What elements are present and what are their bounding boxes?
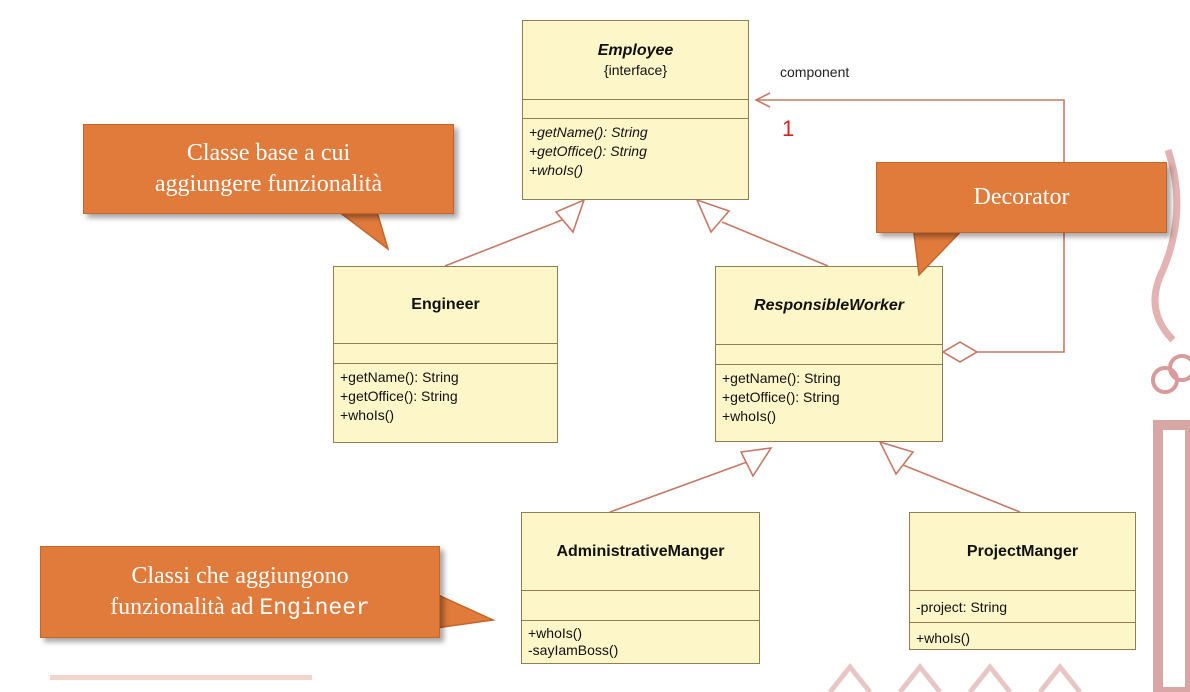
operation: +getOffice(): String: [529, 143, 647, 159]
class-responsibleworker-attributes: [716, 345, 942, 365]
callout-subclasses-line2-text: funzionalità ad: [110, 593, 260, 620]
operation: +whoIs(): [529, 162, 584, 178]
adminmanger-inheritance-line: [609, 461, 748, 513]
callout-decorator-tail: [912, 225, 969, 277]
operation: +whoIs(): [340, 407, 395, 423]
operation: +whoIs(): [916, 630, 971, 646]
callout-subclasses-code: Engineer: [259, 594, 370, 621]
projectmanger-inheritance-arrowhead: [878, 440, 915, 476]
callout-subclasses-tail: [436, 593, 496, 629]
attribute: -project: String: [916, 599, 1008, 615]
operation: +getName(): String: [529, 124, 648, 140]
class-employee-operations: +getName(): String +getOffice(): String …: [523, 119, 748, 180]
operation: +whoIs(): [722, 408, 777, 424]
engineer-inheritance-arrowhead: [554, 198, 586, 234]
callout-base-class: Classe base a cui aggiungere funzionalit…: [83, 124, 454, 214]
class-administrativemanger-attributes: [522, 591, 759, 621]
class-responsibleworker-operations: +getName(): String +getOffice(): String …: [716, 365, 942, 426]
aggregation-diamond: [941, 341, 979, 363]
class-employee-stereotype: {interface}: [603, 62, 668, 78]
responsibleworker-inheritance-line: [721, 221, 829, 267]
class-employee-name: Employee: [597, 42, 674, 59]
class-engineer-header: Engineer: [334, 267, 557, 344]
callout-base-class-line2: aggiungere funzionalità: [154, 171, 383, 197]
class-responsibleworker-name: ResponsibleWorker: [754, 296, 904, 314]
operation: +getOffice(): String: [340, 388, 458, 404]
callout-decorator: Decorator: [876, 162, 1167, 233]
class-projectmanger-header: ProjectManger: [910, 513, 1135, 591]
association-role-label: component: [780, 64, 850, 80]
operation: -sayIamBoss(): [528, 642, 619, 658]
class-engineer-attributes: [334, 344, 557, 364]
responsibleworker-inheritance-arrowhead: [695, 198, 731, 234]
class-administrativemanger-name: AdministrativeManger: [556, 542, 725, 560]
class-engineer[interactable]: Engineer +getName(): String +getOffice()…: [333, 266, 558, 443]
class-projectmanger-operations: +whoIs(): [910, 623, 1135, 648]
class-employee-attributes: [523, 100, 748, 119]
class-engineer-operations: +getName(): String +getOffice(): String …: [334, 364, 557, 425]
operation: +getOffice(): String: [722, 389, 840, 405]
operation: +whoIs(): [528, 625, 583, 641]
class-projectmanger-name: ProjectManger: [966, 542, 1079, 560]
callout-subclasses-line2: funzionalità ad Engineer: [41, 592, 439, 624]
class-administrativemanger-header: AdministrativeManger: [522, 513, 759, 591]
decorative-underline: [50, 675, 312, 680]
class-projectmanger-attributes: -project: String: [910, 591, 1135, 623]
class-employee[interactable]: Employee {interface} +getName(): String …: [522, 20, 749, 200]
callout-decorator-text: Decorator: [973, 184, 1070, 210]
class-administrativemanger-operations: +whoIs() -sayIamBoss(): [522, 621, 759, 659]
callout-subclasses-line1: Classi che aggiungono: [131, 562, 349, 589]
class-projectmanger[interactable]: ProjectManger -project: String +whoIs(): [909, 512, 1136, 650]
callout-base-class-line1: Classe base a cui: [186, 140, 351, 166]
operation: +getName(): String: [722, 370, 841, 386]
adminmanger-inheritance-arrowhead: [739, 446, 773, 478]
association-arrowhead: [754, 92, 771, 108]
class-responsibleworker-header: ResponsibleWorker: [716, 267, 942, 345]
engineer-inheritance-line: [444, 219, 563, 267]
class-engineer-name: Engineer: [411, 296, 480, 313]
association-multiplicity: 1: [782, 116, 795, 141]
class-employee-header: Employee {interface}: [523, 21, 748, 100]
callout-subclasses: Classi che aggiungono funzionalità ad En…: [40, 546, 440, 638]
class-administrativemanger[interactable]: AdministrativeManger +whoIs() -sayIamBos…: [521, 512, 760, 664]
operation: +getName(): String: [340, 369, 459, 385]
callout-base-class-tail: [330, 205, 390, 251]
class-responsibleworker[interactable]: ResponsibleWorker +getName(): String +ge…: [715, 266, 943, 442]
projectmanger-inheritance-line: [902, 464, 1021, 513]
